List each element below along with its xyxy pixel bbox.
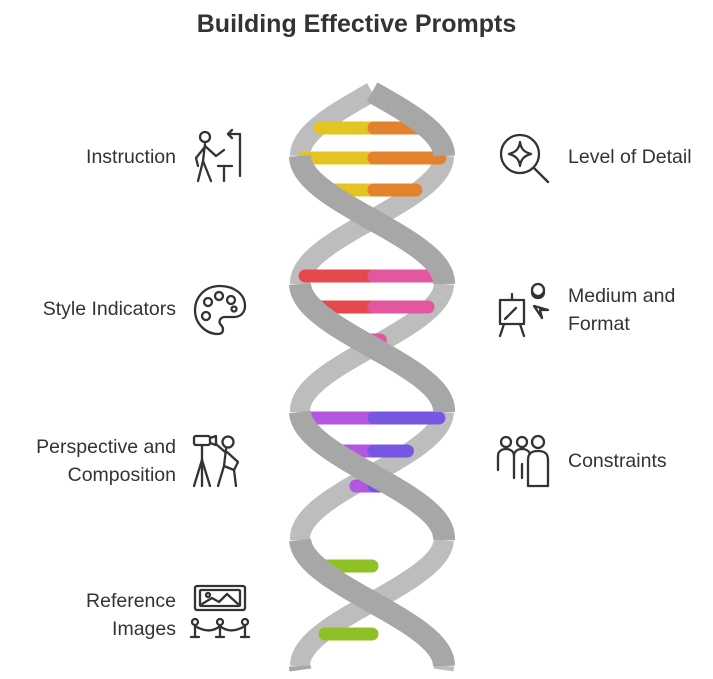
group-people-icon [494,430,554,490]
helix-strand-b-segment-3 [289,410,456,541]
person-pointing-icon [188,128,248,188]
magnifier-sparkle-icon [494,128,554,188]
easel-artist-icon [494,280,554,340]
framed-picture-gallery-icon [189,582,251,642]
photographer-camera-icon [190,430,250,490]
palette-icon [190,280,250,340]
label-style-indicators: Style Indicators [42,298,176,320]
helix-strand-a-segment-0 [366,82,455,157]
label-perspective-and-composition: Perspective and Composition [36,436,176,486]
label-constraints: Constraints [568,450,667,472]
helix-strand-b-segment-1 [289,155,455,285]
helix-strand-a-segment-2 [289,283,455,413]
diagram-title: Building Effective Prompts [196,10,517,38]
label-level-of-detail: Level of Detail [568,146,692,168]
helix-strand-a-segment-4 [289,538,455,667]
label-instruction: Instruction [86,146,176,168]
label-reference-images: Reference Images [86,590,176,640]
label-medium-and-format: Medium and Format [568,285,676,335]
